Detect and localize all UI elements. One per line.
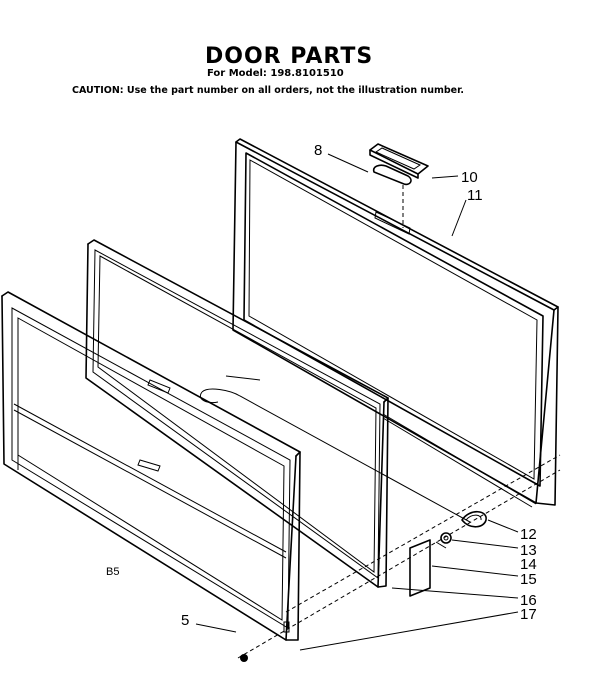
glass-frame xyxy=(85,239,471,588)
callout-13: 13 xyxy=(520,542,537,559)
callout-5: 5 xyxy=(181,612,189,629)
callout-16: 16 xyxy=(520,592,537,609)
outer-door-panel xyxy=(1,291,301,641)
inner-door-panel xyxy=(232,138,559,508)
callout-10: 10 xyxy=(461,169,478,186)
callout-14: 14 xyxy=(520,556,537,573)
door-handle xyxy=(369,143,429,228)
diagram-code: B5 xyxy=(106,566,119,578)
caution-note: CAUTION: Use the part number on all orde… xyxy=(72,85,465,96)
model-label: For Model: 198.8101510 xyxy=(207,68,344,79)
hinge-assembly xyxy=(237,454,561,662)
page-title: DOOR PARTS xyxy=(205,44,374,69)
callout-11: 11 xyxy=(467,187,483,204)
callout-17: 17 xyxy=(520,606,537,623)
leader-lines xyxy=(195,153,519,651)
callout-15: 15 xyxy=(520,571,537,588)
callout-8: 8 xyxy=(314,142,322,159)
callout-12: 12 xyxy=(520,526,537,543)
